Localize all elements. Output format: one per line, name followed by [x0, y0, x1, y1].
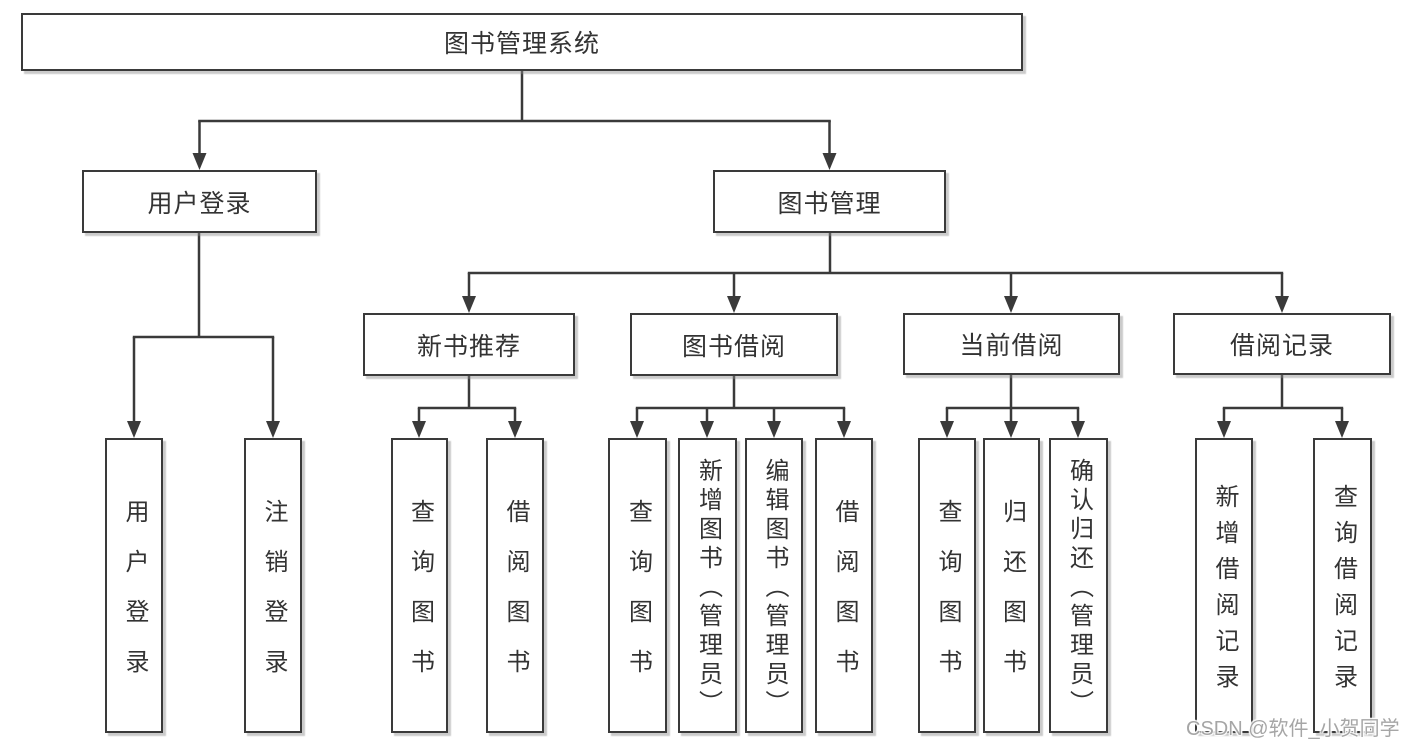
- leaf-label: 确认归还（管理员）: [1065, 457, 1093, 719]
- leaf-records-add-record: 新增借阅记录: [1195, 438, 1253, 733]
- leaf-label: 借阅图书: [502, 498, 529, 699]
- leaf-borrow-borrow-books: 借阅图书: [815, 438, 873, 733]
- node-label: 当前借阅: [959, 332, 1064, 360]
- leaf-borrow-edit-books-admin: 编辑图书（管理员）: [745, 438, 803, 733]
- leaf-records-query-record: 查询借阅记录: [1313, 438, 1372, 733]
- leaf-current-query-books: 查询图书: [918, 438, 976, 733]
- connector-records-children: [1217, 375, 1349, 438]
- connector-current-children: [940, 375, 1085, 438]
- leaf-label: 查询图书: [934, 498, 961, 699]
- node-user-login: 用户登录: [82, 170, 317, 233]
- leaf-label: 新增借阅记录: [1211, 483, 1238, 700]
- node-book-borrowing: 图书借阅: [630, 313, 838, 376]
- leaf-label: 新增图书（管理员）: [694, 457, 722, 719]
- arrowhead: [1335, 421, 1349, 438]
- leaf-newbook-borrow-books: 借阅图书: [486, 438, 544, 733]
- arrowhead: [1004, 296, 1018, 313]
- arrowhead: [767, 421, 781, 438]
- arrowhead: [412, 421, 426, 438]
- leaf-newbook-query-books: 查询图书: [391, 438, 448, 733]
- connector-book-mgmt-to-level3: [462, 233, 1289, 313]
- arrowhead: [1275, 296, 1289, 313]
- connector-borrowing-children: [630, 376, 851, 438]
- arrowhead: [192, 153, 207, 170]
- node-label: 图书管理系统: [443, 30, 600, 58]
- arrowhead: [822, 153, 837, 170]
- leaf-label: 编辑图书（管理员）: [761, 457, 788, 719]
- arrowhead: [630, 421, 644, 438]
- connector-user-login-children: [127, 233, 280, 438]
- arrowhead: [508, 421, 522, 438]
- leaf-borrow-query-books: 查询图书: [608, 438, 667, 733]
- node-label: 用户登录: [147, 189, 252, 218]
- connector-newbook-children: [412, 376, 522, 438]
- arrowhead: [837, 421, 851, 438]
- arrowhead: [266, 421, 280, 438]
- arrowhead: [1071, 421, 1085, 438]
- node-label: 图书借阅: [681, 332, 786, 361]
- csdn-watermark: CSDN @软件_小贺同学: [1186, 718, 1400, 740]
- node-new-book-recommendation: 新书推荐: [363, 313, 575, 376]
- arrowhead: [940, 421, 954, 438]
- leaf-borrow-add-books-admin: 新增图书（管理员）: [678, 438, 737, 733]
- leaf-label: 查询图书: [406, 498, 434, 699]
- leaf-current-return-books: 归还图书: [983, 438, 1040, 733]
- arrowhead: [462, 296, 476, 313]
- node-book-management: 图书管理: [713, 170, 946, 233]
- arrowhead: [127, 421, 141, 438]
- node-label: 图书管理: [777, 189, 882, 218]
- leaf-label: 查询借阅记录: [1329, 483, 1357, 700]
- node-label: 借阅记录: [1229, 332, 1334, 360]
- connector-root-to-level2: [192, 71, 837, 170]
- arrowhead: [1217, 421, 1231, 438]
- arrowhead: [727, 296, 741, 313]
- node-library-management-system: 图书管理系统: [21, 13, 1023, 71]
- node-current-borrowing: 当前借阅: [903, 313, 1120, 375]
- leaf-current-confirm-return-admin: 确认归还（管理员）: [1049, 438, 1108, 733]
- node-borrowing-records: 借阅记录: [1173, 313, 1391, 375]
- arrowhead: [700, 421, 714, 438]
- leaf-label: 查询图书: [624, 498, 652, 699]
- leaf-label: 归还图书: [998, 498, 1026, 699]
- leaf-label: 用户登录: [121, 498, 148, 699]
- arrowhead: [1004, 421, 1018, 438]
- leaf-logout: 注销登录: [244, 438, 302, 733]
- leaf-label: 借阅图书: [831, 498, 858, 699]
- leaf-label: 注销登录: [260, 498, 287, 699]
- leaf-user-login: 用户登录: [105, 438, 163, 733]
- node-label: 新书推荐: [416, 332, 521, 361]
